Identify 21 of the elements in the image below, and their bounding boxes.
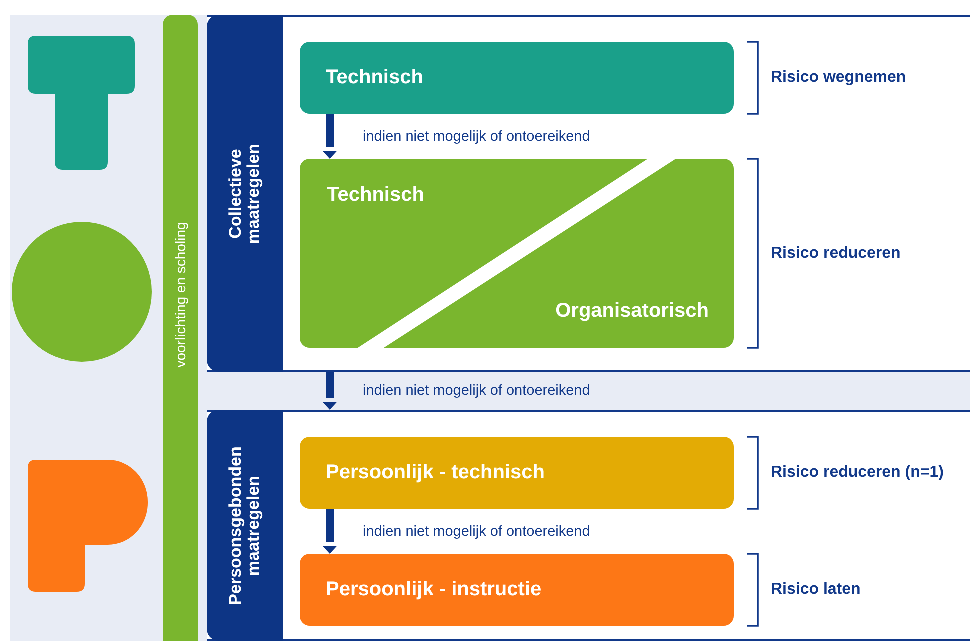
edge-label: indien niet mogelijk of ontoereikend <box>361 128 592 144</box>
bar-label: voorlichting en scholing <box>173 222 188 368</box>
down-arrow <box>323 372 337 410</box>
box-label: Organisatorisch <box>556 300 709 323</box>
side-bar <box>163 15 198 641</box>
box-label: Persoonlijk - instructie <box>326 578 542 602</box>
group-panel <box>207 15 970 372</box>
panel-title: Collectieve maatregelen <box>227 142 263 246</box>
edge-label: indien niet mogelijk of ontoereikend <box>361 524 592 540</box>
down-arrow <box>323 509 337 554</box>
edge-label: indien niet mogelijk of ontoereikend <box>361 383 592 399</box>
risk-label: Risico reduceren (n=1) <box>771 464 944 482</box>
risk-label: Risico wegnemen <box>771 69 906 87</box>
box-label: Persoonlijk - technisch <box>326 462 545 484</box>
box-label: Technisch <box>326 66 424 90</box>
down-arrow <box>323 114 337 159</box>
risk-label: Risico laten <box>771 581 861 599</box>
panel-title: Persoonsgebonden maatregelen <box>227 446 263 606</box>
risk-label: Risico reduceren <box>771 244 901 262</box>
box-label: Technisch <box>327 184 424 207</box>
group-panel <box>207 410 970 641</box>
